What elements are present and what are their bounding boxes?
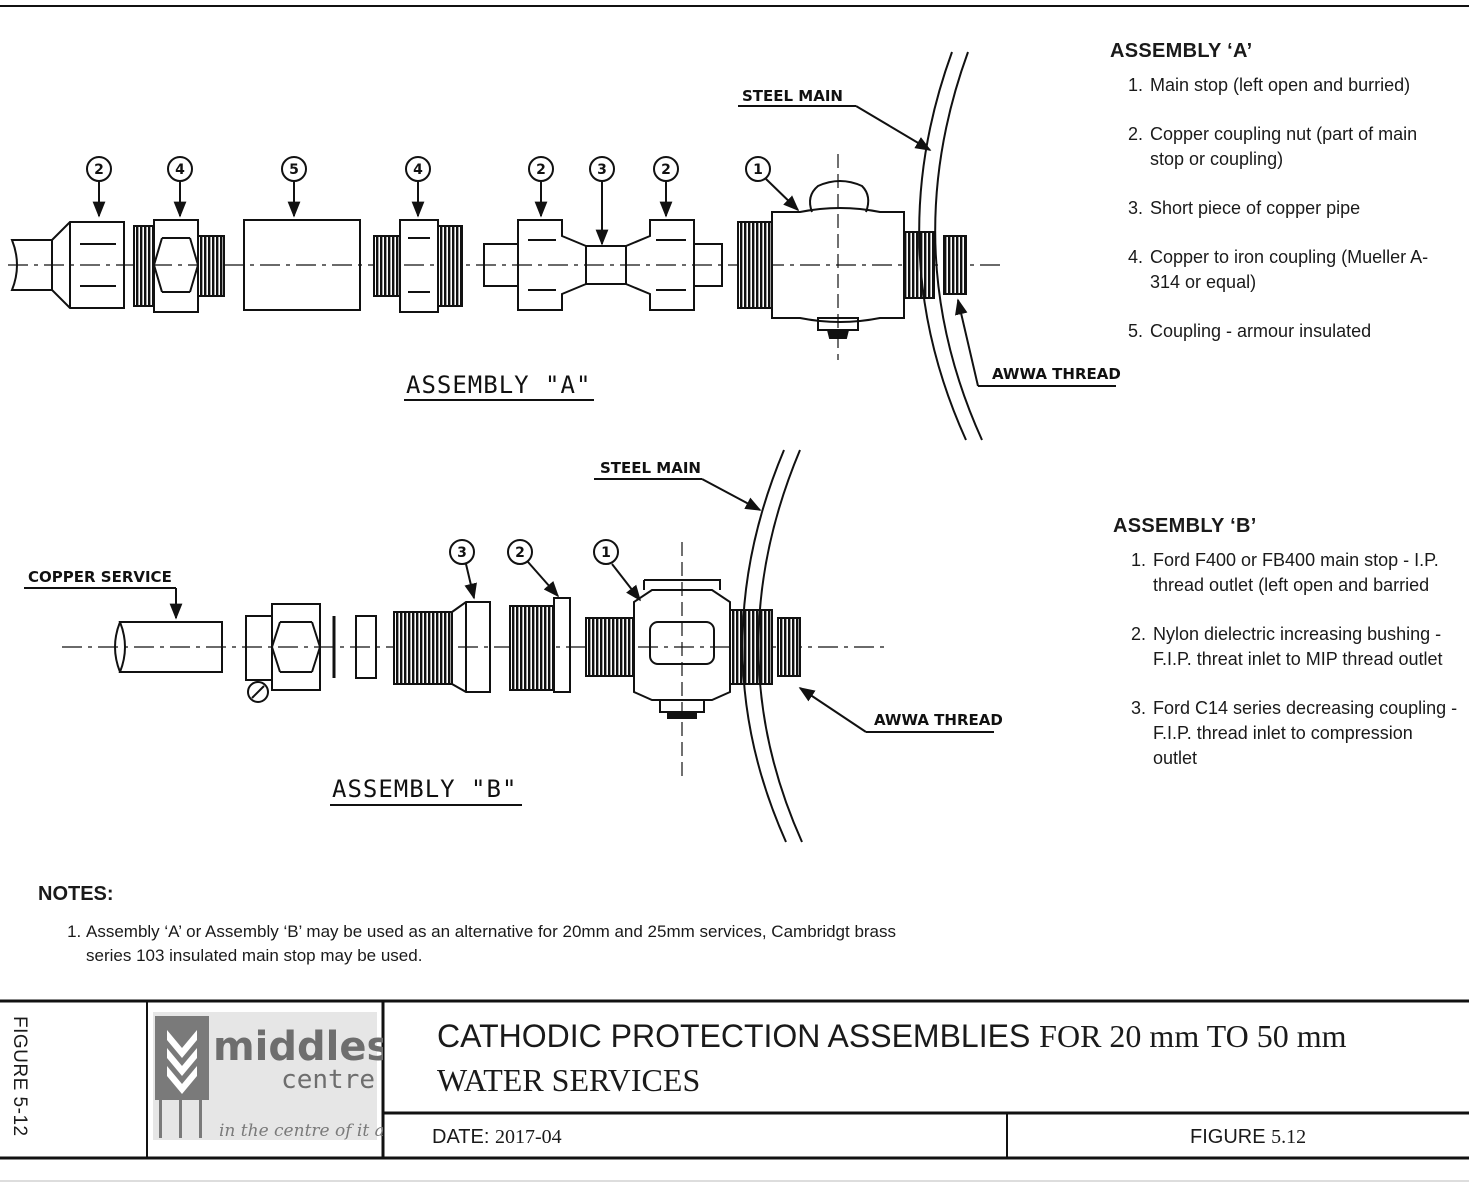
balloon-label: 5 (289, 162, 299, 178)
legend-b-list: Ford F400 or FB400 main stop - I.P. thre… (1113, 548, 1458, 771)
balloon-b-1 (593, 539, 641, 602)
legend-item: Ford C14 series decreasing coupling - F.… (1151, 696, 1458, 771)
balloon-label: 2 (94, 162, 104, 178)
balloon-b-2 (507, 539, 560, 598)
assembly-b-balloons: 3 2 1 (449, 539, 641, 602)
balloon-a-2a (86, 156, 112, 218)
figure-value: 5.12 (1271, 1126, 1307, 1148)
legend-item: Copper coupling nut (part of main stop o… (1148, 122, 1455, 172)
legend-a-heading: ASSEMBLY ‘A’ (1110, 40, 1253, 62)
wheat-icon (155, 1016, 209, 1138)
drawing-title-part1: CATHODIC PROTECTION ASSEMBLIES (437, 1018, 1031, 1054)
copper-service-label: COPPER SERVICE (28, 568, 172, 586)
balloon-label: 1 (753, 162, 763, 178)
balloon-a-3 (589, 156, 615, 246)
title-block-frame (0, 999, 1469, 1182)
date-label: DATE: (432, 1126, 490, 1148)
legend-a-list: Main stop (left open and burried) Copper… (1110, 73, 1455, 344)
balloon-label: 4 (175, 162, 185, 178)
legend-item: Ford F400 or FB400 main stop - I.P. thre… (1151, 548, 1458, 598)
balloon-b-3 (449, 539, 477, 600)
balloon-label: 2 (515, 545, 525, 561)
balloon-a-2c (653, 156, 679, 218)
steel-main-label-b: STEEL MAIN (600, 459, 701, 477)
assembly-b-labels: STEEL MAIN COPPER SERVICE AWWA THREAD AS… (24, 459, 1003, 806)
legend-b-heading: ASSEMBLY ‘B’ (1113, 515, 1257, 537)
side-figure-label: FIGURE 5-12 (0, 1000, 44, 1158)
date-field: DATE: 2017-04 (432, 1126, 562, 1149)
balloon-label: 2 (536, 162, 546, 178)
assembly-a-drawing (8, 51, 1000, 441)
legend-item: Short piece of copper pipe (1148, 196, 1455, 221)
balloon-label: 3 (597, 162, 607, 178)
logo-graphic: middlesex centre in the centre of it all (153, 1012, 443, 1141)
notes-heading: NOTES: (38, 883, 114, 905)
balloon-label: 2 (661, 162, 671, 178)
title-block: FIGURE 5-12 middlesex centre in the cent… (0, 1000, 1469, 1158)
assembly-a-title: ASSEMBLY "A" (406, 371, 591, 399)
legend-item: Nylon dielectric increasing bushing - F.… (1151, 622, 1458, 672)
legend-item: Copper to iron coupling (Mueller A-314 o… (1148, 245, 1455, 295)
drawing-title: CATHODIC PROTECTION ASSEMBLIES FOR 20 mm… (437, 1014, 1447, 1102)
legend-item: Main stop (left open and burried) (1148, 73, 1455, 98)
awwa-thread-label-a: AWWA THREAD (992, 365, 1121, 383)
awwa-thread-label-b: AWWA THREAD (874, 711, 1003, 729)
legend-item: Coupling - armour insulated (1148, 319, 1455, 344)
logo-subtitle: centre (281, 1065, 375, 1095)
figure-number-field: FIGURE 5.12 (1190, 1126, 1306, 1149)
notes-section: NOTES: Assembly ‘A’ or Assembly ‘B’ may … (38, 883, 938, 968)
middlesex-logo: middlesex centre in the centre of it all (147, 1000, 443, 1158)
assembly-b-drawing (62, 449, 886, 843)
balloon-a-1 (745, 156, 800, 212)
balloon-label: 4 (413, 162, 423, 178)
legend-assembly-a: ASSEMBLY ‘A’ Main stop (left open and bu… (1110, 40, 1455, 368)
balloon-a-4b (405, 156, 431, 218)
date-value: 2017-04 (494, 1126, 562, 1148)
drawing-title-part2: FOR 20 mm TO 50 mm WATER SERVICES (437, 1018, 1347, 1098)
notes-list: Assembly ‘A’ or Assembly ‘B’ may be used… (38, 920, 938, 968)
assembly-a-balloons: 2 4 5 4 2 3 2 1 (86, 156, 800, 246)
balloon-a-5 (281, 156, 307, 218)
side-figure-text: FIGURE 5-12 (9, 1016, 30, 1137)
balloon-label: 1 (601, 545, 611, 561)
assembly-b-title: ASSEMBLY "B" (332, 775, 517, 803)
balloon-a-4a (167, 156, 193, 218)
note-item: Assembly ‘A’ or Assembly ‘B’ may be used… (86, 920, 938, 968)
logo-wordmark: middlesex (213, 1024, 383, 1070)
steel-main-label-a: STEEL MAIN (742, 87, 843, 105)
balloon-a-2b (528, 156, 554, 218)
balloon-label: 3 (457, 545, 467, 561)
figure-label: FIGURE (1190, 1126, 1266, 1148)
logo-tagline: in the centre of it all (219, 1121, 383, 1141)
legend-assembly-b: ASSEMBLY ‘B’ Ford F400 or FB400 main sto… (1113, 515, 1458, 795)
assembly-a-labels: STEEL MAIN AWWA THREAD ASSEMBLY "A" (404, 87, 1121, 401)
